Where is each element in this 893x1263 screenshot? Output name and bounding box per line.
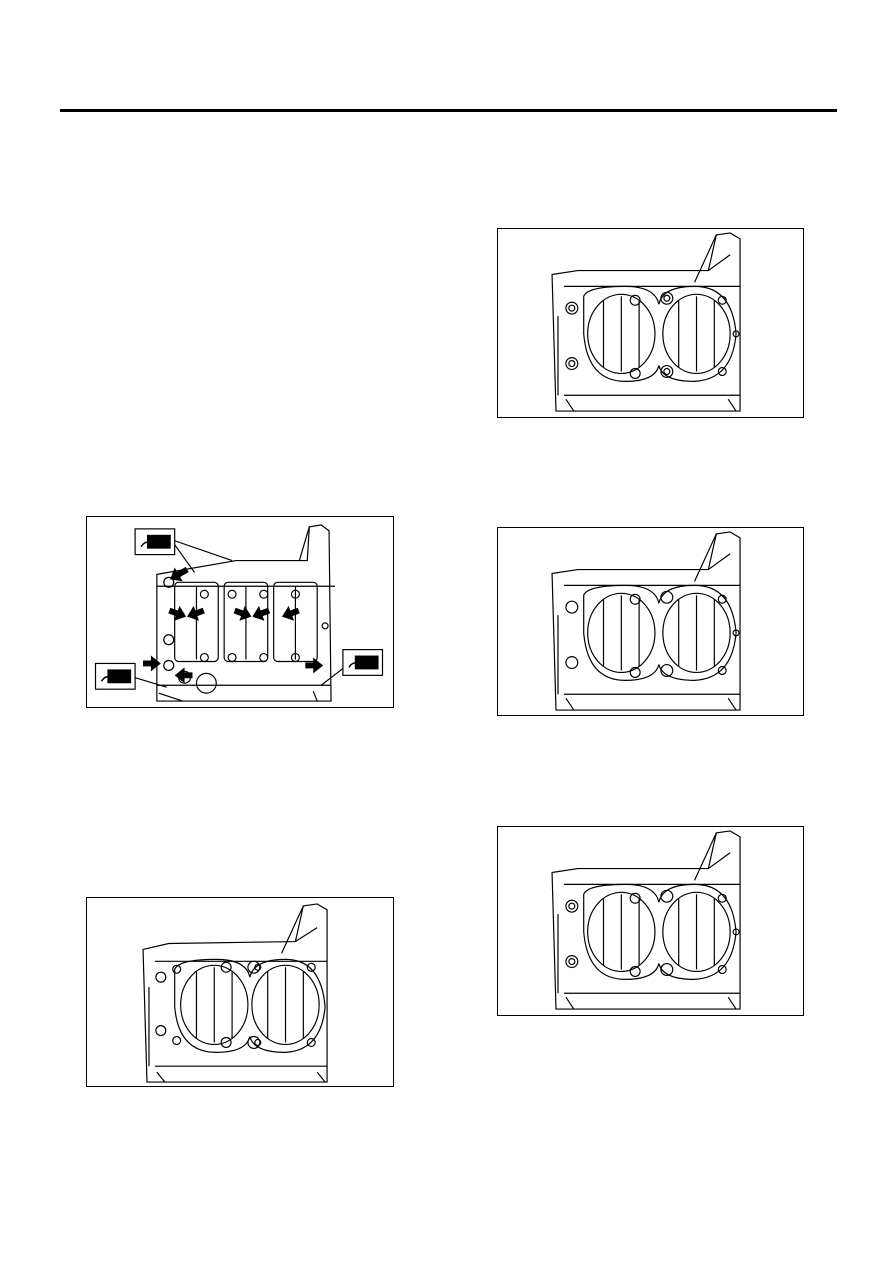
cylinder-block-icon [551,830,741,1010]
figure-cylinder-block-4 [497,826,804,1016]
header-rule [60,109,837,112]
figure-cylinder-block-1 [86,897,394,1087]
figure-crankcase-sealant [86,516,394,708]
liquid-gasket-icon [94,662,136,690]
crankcase-illustration [94,524,384,702]
liquid-gasket-icon [134,528,176,556]
figure-cylinder-block-3 [497,527,804,716]
cylinder-block-icon [142,903,328,1083]
cylinder-block-icon [551,232,741,412]
cylinder-block-icon [551,531,741,711]
figure-cylinder-block-2 [497,228,804,418]
liquid-gasket-icon [342,649,384,676]
